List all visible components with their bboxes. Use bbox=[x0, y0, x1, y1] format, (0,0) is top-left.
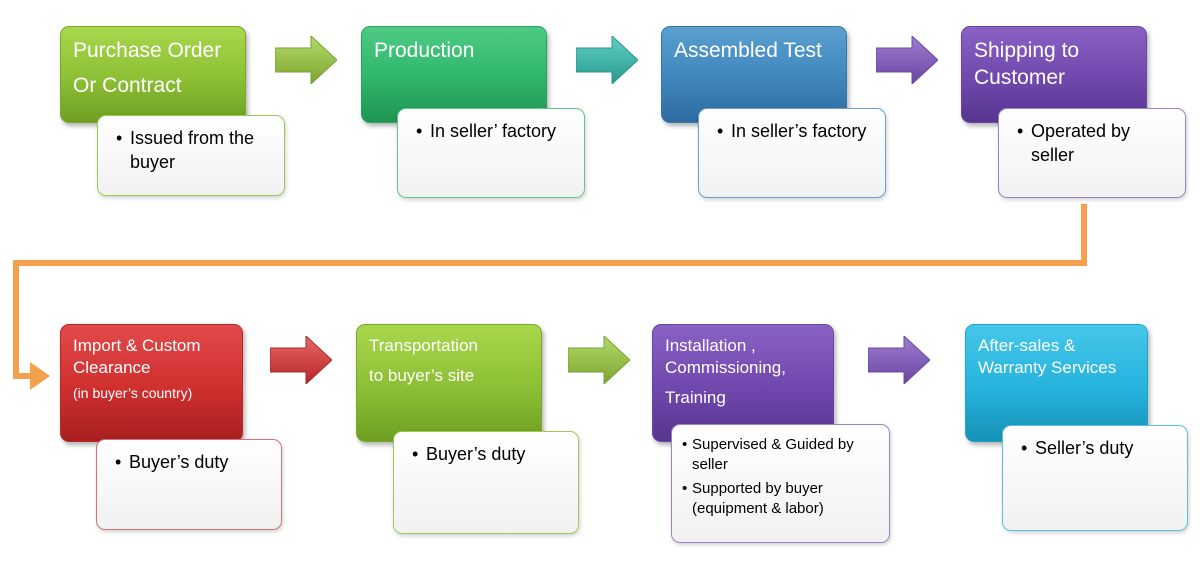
detail-item: Seller’s duty bbox=[1021, 436, 1173, 460]
step-title-line: Clearance bbox=[73, 358, 151, 377]
detail-item: Issued from the buyer bbox=[116, 126, 270, 174]
step-title-line: Commissioning, bbox=[665, 358, 786, 377]
step-title-line: Or Contract bbox=[73, 74, 182, 97]
step-transportation: Transportation to buyer’s site bbox=[356, 324, 542, 442]
arrow-right-icon bbox=[270, 336, 332, 384]
detail-item: Operated by seller bbox=[1017, 119, 1171, 167]
step-assembled-test: Assembled Test bbox=[661, 26, 847, 123]
arrow-right-icon bbox=[275, 36, 337, 84]
step-title-line: Warranty Services bbox=[978, 358, 1117, 377]
detail-production: In seller’ factory bbox=[397, 108, 585, 198]
step-after-sales-warranty: After-sales & Warranty Services bbox=[965, 324, 1148, 442]
detail-item: Supervised & Guided by seller bbox=[682, 435, 881, 475]
step-title-line: Customer bbox=[974, 66, 1066, 89]
step-purchase-order: Purchase Order Or Contract bbox=[60, 26, 246, 123]
step-installation-commissioning-training: Installation , Commissioning, Training bbox=[652, 324, 834, 442]
step-title-line: to buyer’s site bbox=[369, 366, 475, 385]
step-title-line: Shipping to bbox=[974, 39, 1080, 62]
arrow-right-icon bbox=[576, 36, 638, 84]
detail-shipping-to-customer: Operated by seller bbox=[998, 108, 1186, 198]
arrow-right-icon bbox=[568, 336, 630, 384]
step-production: Production bbox=[361, 26, 547, 123]
detail-installation-commissioning-training: Supervised & Guided by seller Supported … bbox=[671, 424, 890, 543]
detail-item: Buyer’s duty bbox=[115, 450, 267, 474]
step-title-line: Purchase Order bbox=[73, 39, 222, 62]
detail-transportation: Buyer’s duty bbox=[393, 431, 579, 534]
step-title-line: Training bbox=[665, 388, 726, 407]
step-title-line: After-sales & bbox=[978, 336, 1076, 355]
step-title-line: Import & Custom bbox=[73, 336, 201, 355]
detail-purchase-order: Issued from the buyer bbox=[97, 115, 285, 196]
step-title-line: Installation , bbox=[665, 336, 756, 355]
step-title-line: Transportation bbox=[369, 336, 478, 355]
detail-assembled-test: In seller’s factory bbox=[698, 108, 886, 198]
detail-item: Supported by buyer (equipment & labor) bbox=[682, 479, 881, 519]
step-title-line: Assembled Test bbox=[674, 39, 822, 62]
arrow-right-icon bbox=[876, 36, 938, 84]
arrow-right-icon bbox=[868, 336, 930, 384]
step-shipping-to-customer: Shipping to Customer bbox=[961, 26, 1147, 123]
step-title-line: Production bbox=[374, 39, 475, 62]
detail-item: In seller’ factory bbox=[416, 119, 570, 143]
step-import-custom-clearance: Import & Custom Clearance (in buyer’s co… bbox=[60, 324, 243, 442]
detail-after-sales-warranty: Seller’s duty bbox=[1002, 425, 1188, 531]
step-subtitle: (in buyer’s country) bbox=[73, 385, 193, 401]
detail-item: In seller’s factory bbox=[717, 119, 871, 143]
detail-import-custom-clearance: Buyer’s duty bbox=[96, 439, 282, 530]
detail-item: Buyer’s duty bbox=[412, 442, 564, 466]
